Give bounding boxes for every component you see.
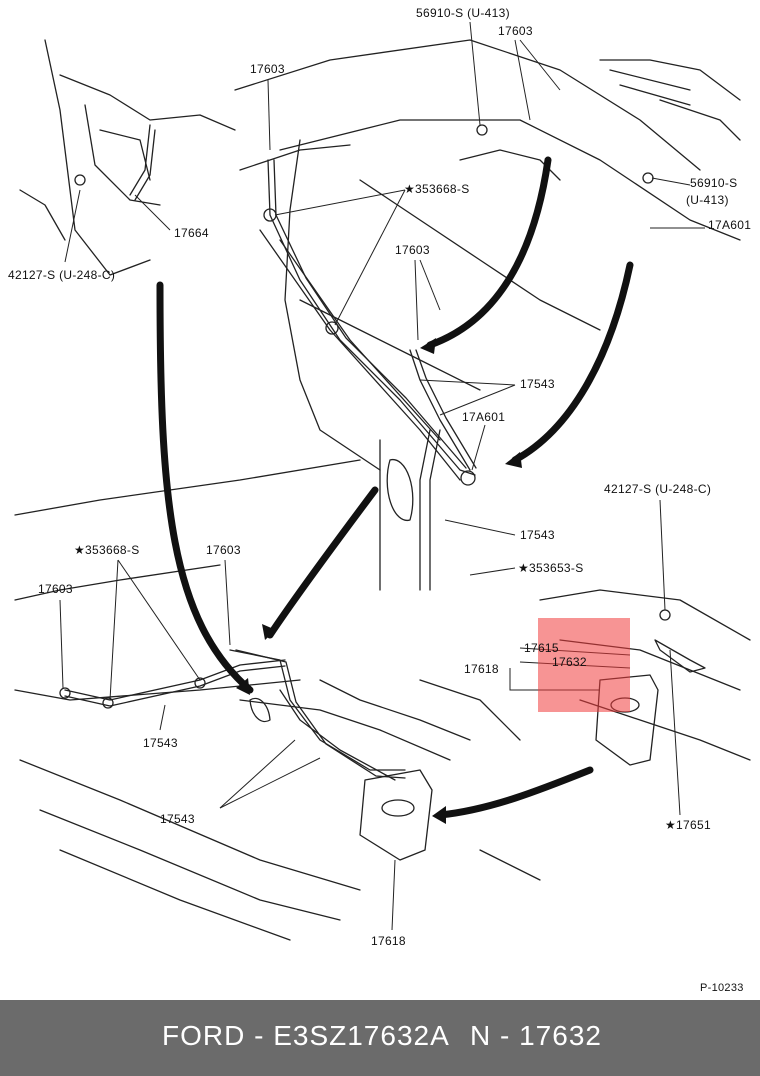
label-17603-left: 17603 (250, 62, 285, 76)
label-u413-right: (U-413) (686, 193, 729, 207)
label-42127-right: 42127-S (U-248-C) (604, 482, 712, 496)
label-17618-right: 17618 (464, 662, 499, 676)
label-17618-bottom: 17618 (371, 934, 406, 948)
label-56910-top: 56910-S (U-413) (416, 6, 510, 20)
part-number-footer: FORD - E3SZ17632A N - 17632 (0, 1000, 760, 1076)
footer-base-number: N - 17632 (470, 1020, 602, 1051)
label-353653: ★353653-S (518, 561, 584, 575)
label-353668-lower: ★353668-S (74, 543, 140, 557)
label-353668-upper: ★353668-S (404, 182, 470, 196)
label-17543-left: 17543 (143, 736, 178, 750)
label-56910-right: 56910-S (690, 176, 738, 190)
label-17603-top: 17603 (498, 24, 533, 38)
parts-diagram: 56910-S (U-413) 17603 17603 ★353668-S 17… (8, 6, 752, 994)
label-17543-mid: 17543 (520, 377, 555, 391)
label-17a601-right: 17A601 (708, 218, 752, 232)
label-17615: 17615 (524, 641, 559, 655)
label-42127-left: 42127-S (U-248-C) (8, 268, 116, 282)
label-17632: 17632 (552, 655, 587, 669)
exploded-view-drawing (14, 21, 751, 941)
reference-number: P-10233 (700, 982, 744, 994)
label-17543-bottom: 17543 (160, 812, 195, 826)
label-17603-lower-b: 17603 (206, 543, 241, 557)
label-17543-lower: 17543 (520, 528, 555, 542)
label-17a601-mid: 17A601 (462, 410, 506, 424)
label-17664: 17664 (174, 226, 209, 240)
footer-part-number: FORD - E3SZ17632A (162, 1020, 450, 1051)
highlight-region (538, 618, 630, 712)
label-17651: ★17651 (665, 818, 711, 832)
label-17603-lower-a: 17603 (38, 582, 73, 596)
label-17603-mid: 17603 (395, 243, 430, 257)
